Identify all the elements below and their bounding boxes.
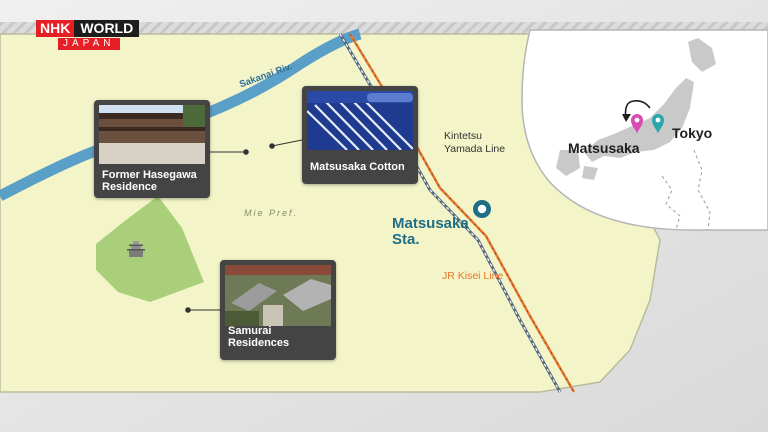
japan-inset-map xyxy=(521,29,768,231)
card-title-cotton: Matsusaka Cotton xyxy=(310,161,405,173)
card-title-samurai: Samurai Residences xyxy=(228,325,290,349)
station-label: Matsusaka Sta. xyxy=(392,216,469,248)
samurai-photo xyxy=(225,265,331,326)
tokyo-pin-icon xyxy=(652,114,664,134)
station-pin-icon xyxy=(473,200,491,218)
logo-brand: NHK xyxy=(36,20,75,37)
card-connectors xyxy=(185,139,303,313)
logo-japan: JAPAN xyxy=(58,38,120,50)
card-samurai-residences[interactable]: Samurai Residences xyxy=(220,260,336,360)
hasegawa-photo xyxy=(99,105,205,164)
cotton-photo xyxy=(307,91,413,150)
hasegawa-photo-graphic xyxy=(99,105,205,164)
kintetsu-line-label-2: Yamada Line xyxy=(444,143,506,155)
card-matsusaka-cotton[interactable]: Matsusaka Cotton xyxy=(302,86,418,184)
curved-arrow-icon xyxy=(624,100,651,119)
matsusaka-pin-icon xyxy=(631,114,643,134)
card-title-hasegawa-2: Residence xyxy=(102,181,158,193)
card-title-hasegawa-1: Former Hasegawa xyxy=(102,169,197,181)
samurai-photo-graphic xyxy=(225,265,331,326)
park-area xyxy=(96,196,204,302)
cotton-photo-graphic xyxy=(307,91,413,150)
station-label-2: Sta. xyxy=(392,231,420,248)
castle-icon xyxy=(127,241,145,257)
jr-line-label: JR Kisei Line xyxy=(442,270,504,282)
inset-tokyo-label: Tokyo xyxy=(672,125,713,141)
card-title-hasegawa: Former Hasegawa Residence xyxy=(102,169,204,193)
prefecture-label: Mie Pref. xyxy=(244,208,299,218)
kintetsu-line-label: Kintetsu Yamada Line xyxy=(444,130,505,156)
logo-world: WORLD xyxy=(74,20,140,37)
japan-silhouette xyxy=(556,38,716,180)
inset-matsusaka-label: Matsusaka xyxy=(568,140,640,156)
kintetsu-line-label-1: Kintetsu xyxy=(444,130,482,142)
nhk-world-logo: NHK WORLD JAPAN xyxy=(36,20,174,50)
station-label-1: Matsusaka xyxy=(392,215,469,232)
card-former-hasegawa-residence[interactable]: Former Hasegawa Residence xyxy=(94,100,210,198)
